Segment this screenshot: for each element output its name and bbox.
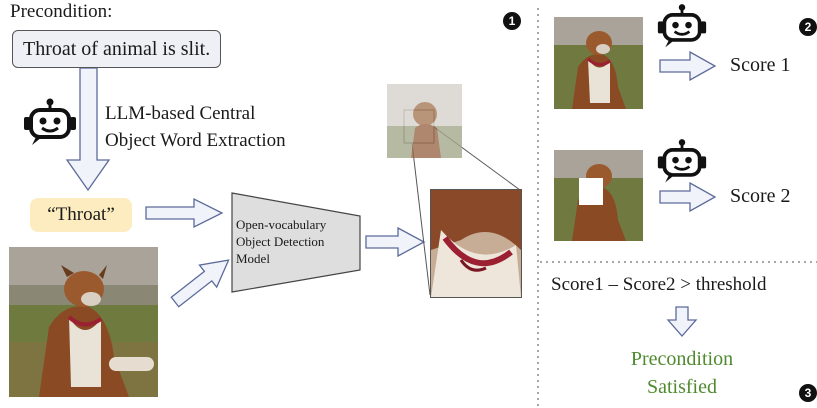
robot-icon	[656, 137, 708, 190]
detector-label-line3: Model	[236, 251, 270, 266]
precondition-box: Throat of animal is slit.	[12, 30, 222, 68]
score1-label: Score 1	[730, 54, 791, 76]
result-line1: Precondition	[630, 348, 734, 370]
down-arrow-result	[666, 306, 698, 337]
detector-label-line2: Object Detection	[236, 234, 325, 249]
right-arrow-to-crop	[365, 226, 426, 258]
result-line2: Satisfied	[647, 376, 717, 398]
robot-icon	[656, 2, 708, 55]
dog-photo	[9, 247, 158, 397]
extraction-label: LLM-based Central Object Word Extraction	[105, 100, 286, 154]
zoom-line-bottom	[411, 142, 431, 296]
down-arrow-extraction	[65, 67, 111, 192]
threshold-formula: Score1 – Score2 > threshold	[551, 274, 767, 295]
robot-icon	[22, 97, 78, 152]
step-badge-1: 1	[503, 12, 521, 30]
masked-region	[579, 178, 603, 205]
extraction-label-line1: LLM-based Central	[105, 103, 256, 124]
right-arrow-to-detector	[145, 197, 224, 229]
detection-thumbnail	[387, 84, 462, 158]
score2-photo	[554, 150, 643, 241]
detector-label: Open-vocabulary Object Detection Model	[236, 216, 326, 267]
diagonal-arrow-to-detector	[170, 259, 230, 308]
score1-photo	[554, 17, 643, 109]
object-word-box: “Throat”	[30, 198, 132, 232]
right-arrow-score2	[659, 181, 717, 213]
step-badge-3: 3	[799, 384, 817, 402]
precondition-label: Precondition:	[10, 1, 113, 22]
right-arrow-score1	[659, 50, 717, 82]
throat-crop	[430, 189, 522, 298]
step-badge-2: 2	[799, 18, 817, 36]
extraction-label-line2: Object Word Extraction	[105, 130, 286, 151]
result-label: Precondition Satisfied	[614, 345, 750, 401]
detector-box	[231, 192, 361, 293]
score2-label: Score 2	[730, 185, 791, 207]
detector-label-line1: Open-vocabulary	[236, 217, 327, 232]
